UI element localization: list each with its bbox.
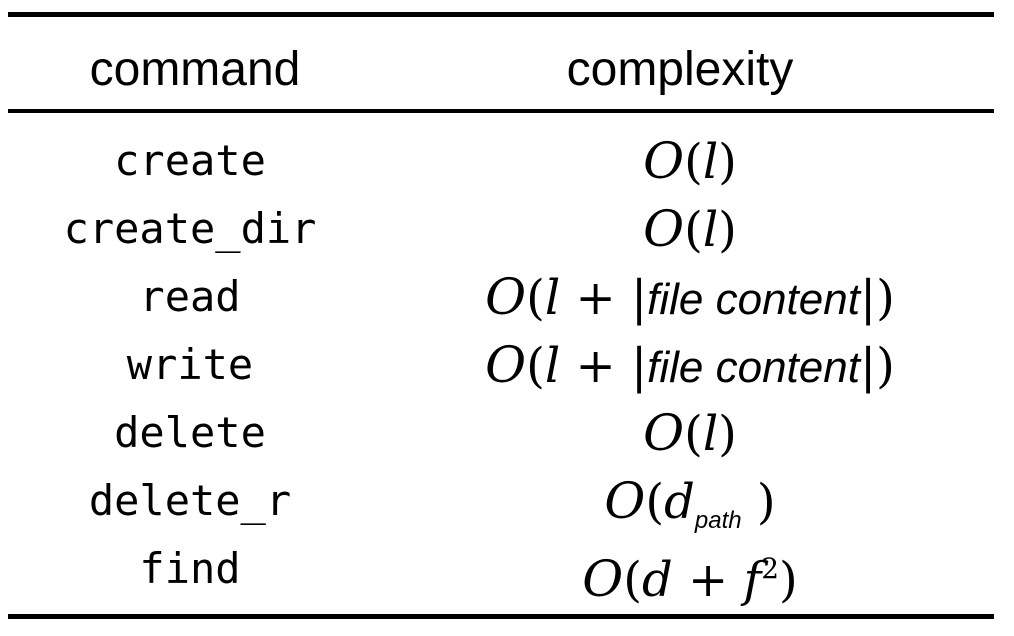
table-row: read O(l + |file content|)	[0, 263, 1014, 331]
complexity-cell: O(dpath )	[604, 472, 776, 534]
header-command: command	[89, 43, 301, 96]
table-row: write O(l + |file content|)	[0, 331, 1014, 399]
complexity-cell: O(l + |file content|)	[485, 336, 895, 394]
command-cell: create_dir	[63, 204, 317, 253]
table-row: delete O(l)	[0, 399, 1014, 467]
complexity-cell: O(l + |file content|)	[485, 268, 895, 326]
table-row: delete_r O(dpath )	[0, 467, 1014, 535]
complexity-cell: O(d + f2)	[582, 550, 798, 608]
complexity-cell: O(l)	[643, 132, 737, 190]
command-cell: read	[139, 272, 241, 321]
table-top-rule	[8, 12, 994, 17]
command-cell: find	[139, 544, 241, 593]
complexity-cell: O(l)	[643, 200, 737, 258]
table-header-rule	[8, 109, 994, 113]
table-bottom-rule	[8, 614, 994, 619]
command-cell: delete_r	[88, 476, 292, 525]
complexity-cell: O(l)	[643, 404, 737, 462]
command-cell: create	[114, 136, 266, 185]
header-complexity: complexity	[566, 43, 794, 96]
table-row: find O(d + f2)	[0, 535, 1014, 608]
command-cell: delete	[114, 408, 266, 457]
table-row: create_dir O(l)	[0, 195, 1014, 263]
command-cell: write	[126, 340, 254, 389]
table-row: create O(l)	[0, 127, 1014, 195]
